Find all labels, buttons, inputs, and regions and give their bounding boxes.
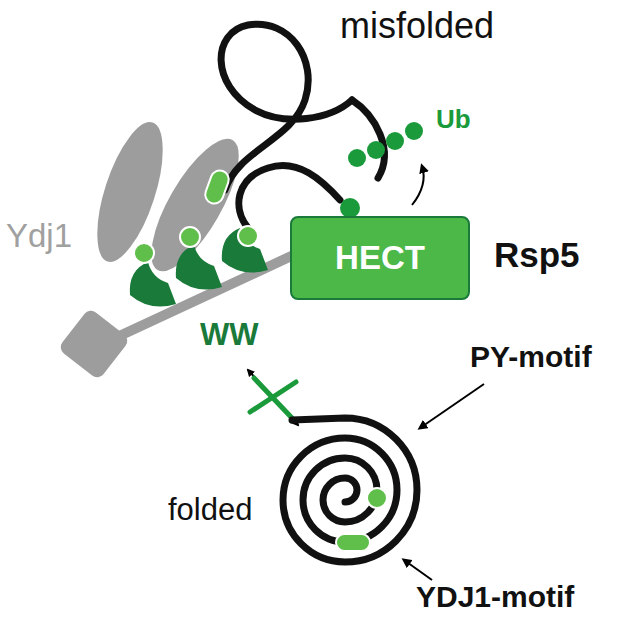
cross-mark bbox=[254, 378, 292, 418]
py-dot bbox=[180, 227, 200, 247]
leader-arrow bbox=[404, 560, 432, 580]
transfer-arrow bbox=[412, 166, 424, 205]
domain-name: HECT bbox=[335, 239, 425, 277]
ubiquitin bbox=[405, 122, 423, 140]
motif-label: YDJ1-motif bbox=[416, 580, 574, 613]
ww-domain bbox=[130, 262, 176, 307]
py-dot bbox=[134, 243, 154, 263]
chaperone-label: Ydj1 bbox=[6, 218, 72, 254]
protein-label: Rsp5 bbox=[494, 236, 580, 275]
ubiquitin-label: Ub bbox=[436, 105, 471, 134]
state-label: folded bbox=[168, 493, 252, 527]
ydj1-motif-pill bbox=[203, 168, 232, 206]
domain-label: WW bbox=[200, 318, 259, 352]
no-binding-arrow bbox=[248, 370, 298, 425]
folded-protein bbox=[283, 418, 417, 562]
motif-label: PY-motif bbox=[470, 340, 592, 373]
state-label: misfolded bbox=[340, 6, 494, 46]
hect-domain: HECT bbox=[290, 216, 470, 300]
py-dot bbox=[238, 226, 258, 246]
ww-domain bbox=[176, 245, 222, 290]
ubiquitin bbox=[348, 149, 366, 167]
ubiquitin bbox=[340, 198, 360, 218]
py-dot bbox=[367, 488, 387, 508]
ubiquitin bbox=[386, 132, 404, 150]
c2-domain bbox=[58, 308, 131, 381]
ydj1-motif-pill bbox=[336, 534, 370, 551]
ubiquitin bbox=[367, 141, 385, 159]
leader-arrow bbox=[420, 384, 484, 428]
